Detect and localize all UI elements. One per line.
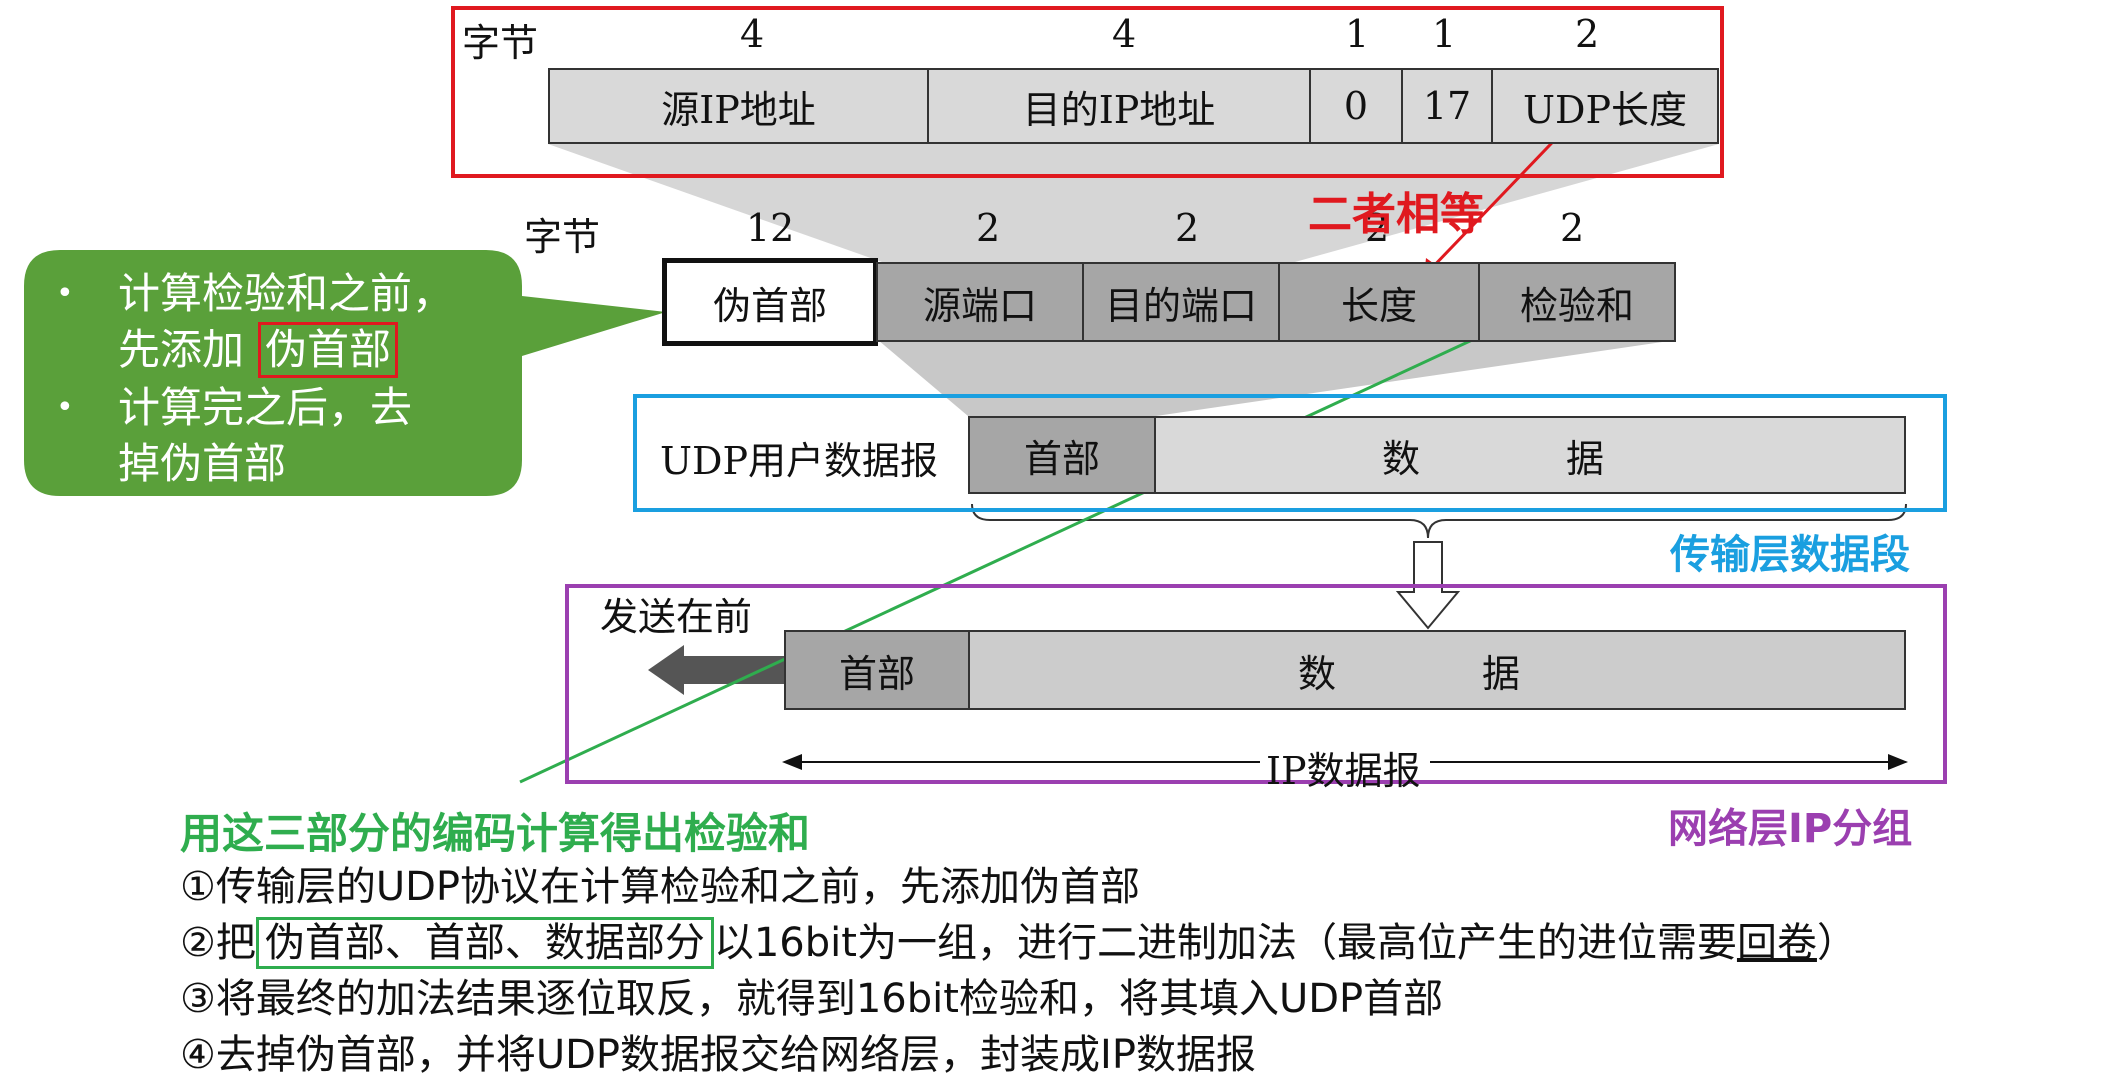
byte-label-middle: 字节: [524, 215, 601, 259]
ip-data-char-1: 数: [1298, 651, 1337, 696]
size-checksum: 2: [1560, 206, 1585, 250]
step-2-prefix: ②把: [180, 920, 256, 966]
field-length: 长度: [1278, 262, 1480, 342]
ip-data-char-2: 据: [1482, 651, 1521, 696]
field-protocol: 17: [1401, 68, 1493, 144]
callout-bubble: [24, 250, 666, 496]
transport-segment-highlight: [633, 394, 1947, 512]
step-4: ④去掉伪首部，并将UDP数据报交给网络层，封装成IP数据报: [180, 1032, 1256, 1078]
ip-data-block: 数 据: [968, 630, 1906, 710]
send-first-label: 发送在前: [600, 595, 753, 639]
ip-header-block: 首部: [784, 630, 970, 710]
size-dst-port: 2: [1175, 206, 1200, 250]
size-dst-ip: 4: [1112, 12, 1137, 56]
network-packet-label: 网络层IP分组: [1668, 806, 1913, 852]
size-udp-length: 2: [1575, 12, 1600, 56]
field-src-port: 源端口: [876, 262, 1084, 342]
size-zero: 1: [1345, 12, 1370, 56]
field-dst-ip: 目的IP地址: [927, 68, 1311, 144]
step-2-highlight: 伪首部、首部、数据部分: [255, 917, 714, 969]
field-udp-length: UDP长度: [1491, 68, 1719, 144]
size-protocol: 1: [1432, 12, 1457, 56]
step-2-wraparound: 回卷: [1736, 920, 1817, 966]
size-src-port: 2: [976, 206, 1001, 250]
udp-data-char-2: 据: [1566, 436, 1605, 481]
field-dst-port: 目的端口: [1082, 262, 1280, 342]
step-2-middle: 以16bit为一组，进行二进制加法（最高位产生的进位需要: [713, 920, 1737, 966]
field-zero: 0: [1309, 68, 1403, 144]
size-length: 2: [1365, 206, 1390, 250]
green-title: 用这三部分的编码计算得出检验和: [180, 809, 811, 858]
bubble-pseudo-header-highlight: 伪首部: [258, 322, 399, 378]
span-arrow-left: [782, 754, 802, 770]
field-checksum: 检验和: [1478, 262, 1676, 342]
bubble-item2-line2: 掉伪首部: [118, 439, 287, 488]
step-2-suffix: ）: [1816, 920, 1857, 966]
step-1: ①传输层的UDP协议在计算检验和之前，先添加伪首部: [180, 864, 1141, 910]
pseudo-header-fan: [548, 144, 1719, 262]
size-pseudo: 12: [746, 206, 795, 250]
field-pseudo-header: 伪首部: [662, 258, 878, 346]
pseudo-header-highlight: [451, 6, 1724, 178]
byte-label-top: 字节: [462, 21, 539, 65]
udp-header-block: 首部: [968, 416, 1156, 494]
transport-segment-label: 传输层数据段: [1670, 532, 1910, 578]
bubble-item1-line2a: 先添加: [118, 325, 245, 374]
bullet-2: •: [56, 390, 74, 425]
span-arrow-right: [1888, 754, 1908, 770]
step-3: ③将最终的加法结果逐位取反，就得到16bit检验和，将其填入UDP首部: [180, 976, 1444, 1022]
udp-data-block: 数 据: [1154, 416, 1906, 494]
udp-data-char-1: 数: [1382, 436, 1421, 481]
udp-datagram-label: UDP用户数据报: [660, 439, 939, 483]
field-src-ip: 源IP地址: [548, 68, 929, 144]
bullet-1: •: [56, 276, 74, 311]
size-src-ip: 4: [740, 12, 765, 56]
bubble-item2-line1: 计算完之后，去: [118, 383, 413, 432]
equal-annotation: 二者相等: [1308, 189, 1484, 240]
send-first-arrow: [648, 645, 784, 695]
bubble-item1-line1: 计算检验和之前，: [118, 269, 455, 318]
step-2: ②把伪首部、首部、数据部分以16bit为一组，进行二进制加法（最高位产生的进位需…: [180, 910, 1857, 969]
brace: [971, 503, 1907, 539]
network-packet-highlight: [565, 584, 1947, 784]
ip-datagram-label: IP数据报: [1266, 749, 1421, 793]
